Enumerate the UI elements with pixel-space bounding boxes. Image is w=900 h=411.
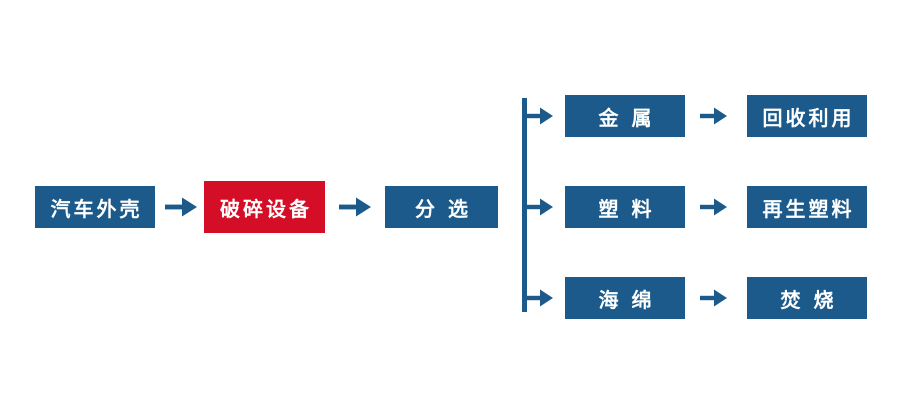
node-incineration-label: 焚烧: [780, 287, 847, 312]
arrow-right-icon: [700, 198, 727, 216]
node-metal: 金属: [565, 95, 685, 137]
arrow-right-icon: [700, 107, 727, 125]
node-recycled-plastic: 再生塑料: [747, 186, 867, 228]
node-metal-label: 金属: [598, 105, 665, 130]
node-sorting-label: 分选: [415, 196, 481, 221]
node-sponge: 海绵: [565, 277, 685, 319]
node-plastic: 塑料: [565, 186, 685, 228]
arrow-right-icon: [700, 289, 727, 307]
node-car-shell: 汽车外壳: [35, 186, 155, 228]
branch-connector-line: [522, 98, 527, 312]
node-recycle-reuse-label: 回收利用: [762, 105, 855, 130]
arrow-right-icon: [526, 198, 553, 216]
node-recycled-plastic-label: 再生塑料: [762, 196, 855, 221]
node-crusher-label: 破碎设备: [220, 196, 312, 221]
node-sponge-label: 海绵: [598, 287, 665, 312]
node-recycle-reuse: 回收利用: [747, 95, 867, 137]
arrow-right-icon: [526, 289, 553, 307]
node-crusher: 破碎设备: [204, 181, 325, 233]
arrow-right-icon: [165, 197, 197, 217]
node-plastic-label: 塑料: [598, 196, 665, 221]
arrow-right-icon: [526, 107, 553, 125]
node-car-shell-label: 汽车外壳: [50, 196, 143, 221]
node-incineration: 焚烧: [747, 277, 867, 319]
arrow-right-icon: [339, 197, 371, 217]
node-sorting: 分选: [385, 186, 498, 228]
